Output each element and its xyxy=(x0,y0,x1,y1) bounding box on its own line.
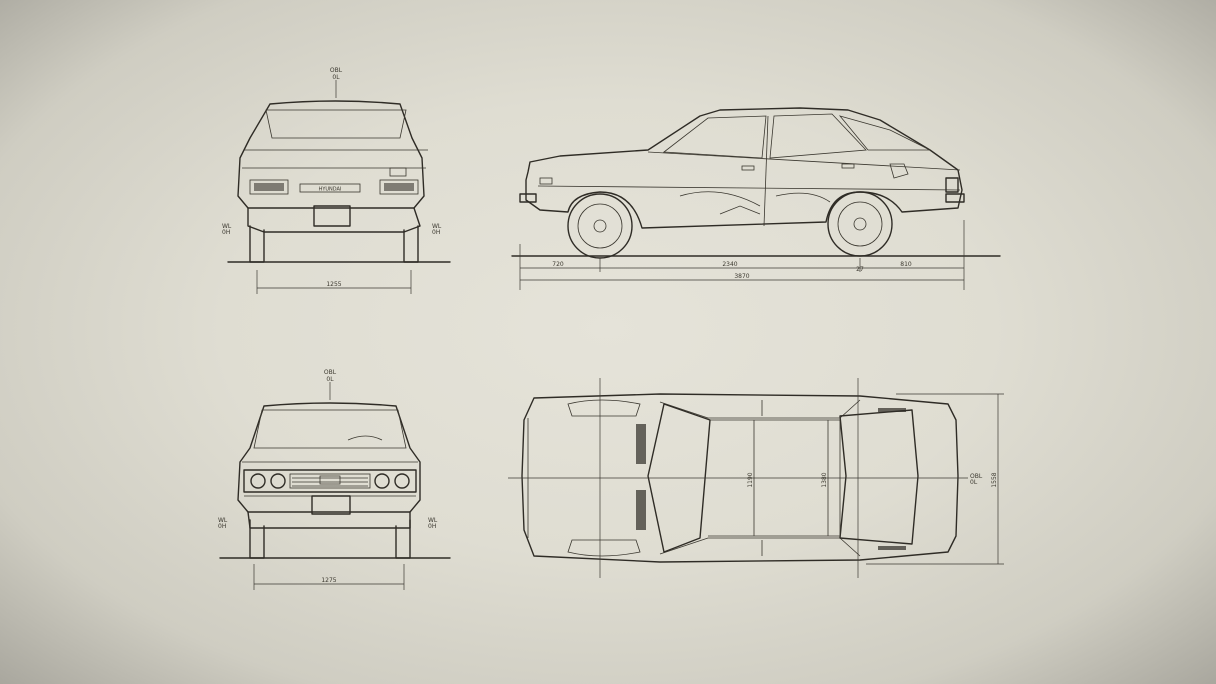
top-centerline-label-2: 0L xyxy=(970,479,978,486)
wheelbase-dimension: 2340 xyxy=(722,261,737,268)
top-width-mark: 1190 xyxy=(747,472,754,487)
overall-width-dimension: 1558 xyxy=(991,472,998,487)
side-view: 720 2340 27 810 3870 xyxy=(511,107,1001,290)
top-width-mark-2: 1380 xyxy=(821,472,828,487)
rear-centerline-label-2: 0L xyxy=(332,74,340,81)
front-track-dimension: 1275 xyxy=(321,577,336,584)
rear-ground-label-right-2: 0H xyxy=(432,229,440,236)
front-centerline-label: OBL xyxy=(324,369,337,376)
front-ground-label-left: WL xyxy=(218,517,228,524)
top-centerline-label: OBL xyxy=(970,473,983,480)
side-small-dimension: 27 xyxy=(856,266,864,273)
overall-length-dimension: 3870 xyxy=(734,273,749,280)
rear-overhang-dimension: 810 xyxy=(900,261,912,268)
rear-ground-label-left-2: 0H xyxy=(222,229,230,236)
front-overhang-dimension: 720 xyxy=(552,261,564,268)
top-view: 1190 1380 1558 OBL 0L xyxy=(508,378,1004,578)
rear-centerline-label: OBL xyxy=(330,67,343,74)
rear-ground-label-right: WL xyxy=(432,223,442,230)
front-centerline-label-2: 0L xyxy=(326,376,334,383)
rear-view: OBL 0L HYUNDAI WL 0H WL 0H 1255 xyxy=(222,67,451,294)
front-ground-label-left-2: 0H xyxy=(218,523,226,530)
front-view: OBL 0L WL 0H WL 0H 1275 xyxy=(218,369,451,590)
rear-ground-label-left: WL xyxy=(222,223,232,230)
front-ground-label-right: WL xyxy=(428,517,438,524)
rear-track-dimension: 1255 xyxy=(326,281,341,288)
rear-badge-text: HYUNDAI xyxy=(319,187,342,193)
front-ground-label-right-2: 0H xyxy=(428,523,436,530)
